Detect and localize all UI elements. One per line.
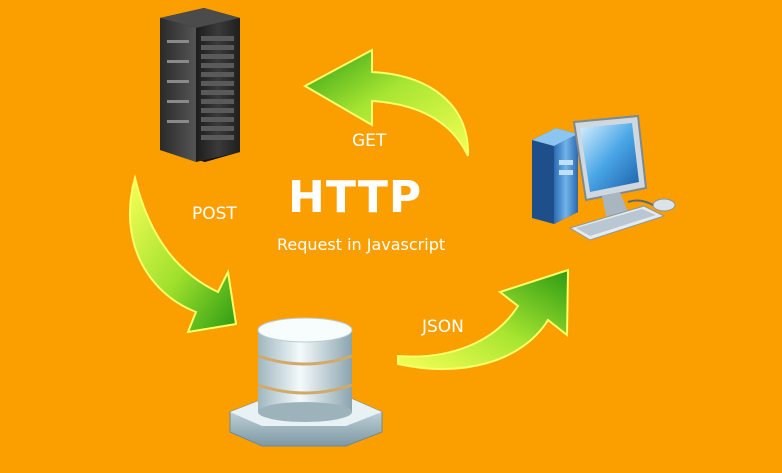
diagram-subtitle: Request in Javascript bbox=[277, 235, 446, 254]
server-rack-icon bbox=[160, 8, 240, 162]
post-label: POST bbox=[192, 204, 237, 224]
get-label: GET bbox=[352, 131, 387, 151]
desktop-computer-icon bbox=[532, 114, 676, 241]
database-icon bbox=[229, 317, 383, 447]
diagram-title: HTTP bbox=[288, 172, 423, 223]
json-arrow bbox=[397, 268, 570, 370]
get-arrow bbox=[302, 48, 470, 157]
post-arrow bbox=[128, 174, 238, 334]
json-label: JSON bbox=[422, 317, 464, 337]
